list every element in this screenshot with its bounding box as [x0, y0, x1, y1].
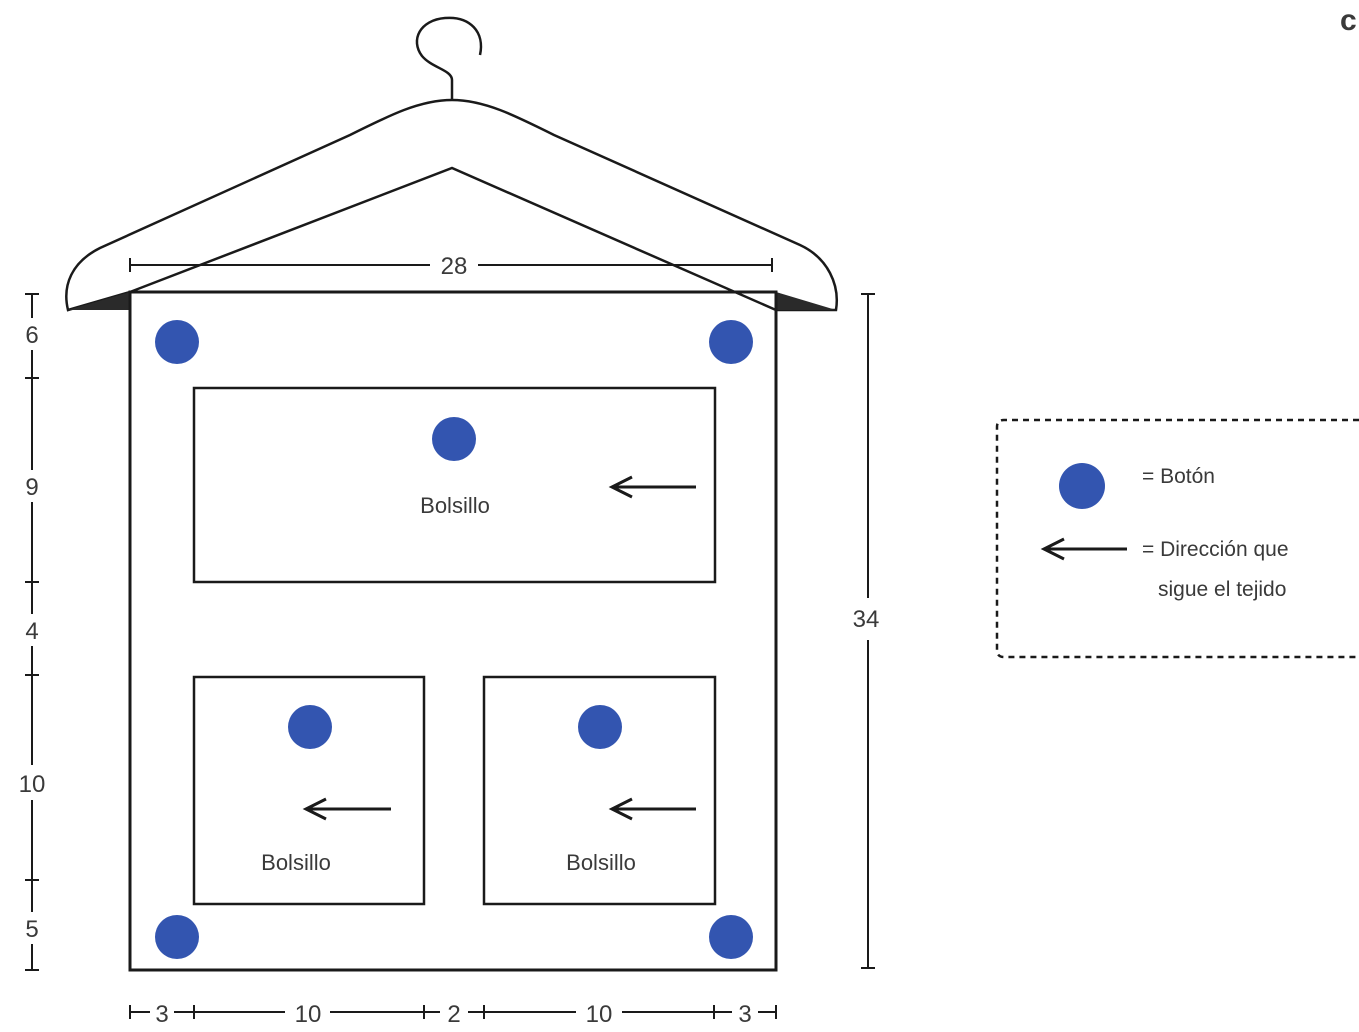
left-segment-label: 4: [25, 618, 38, 645]
pocket-outline: [192, 386, 717, 584]
hanger-hook: [415, 16, 483, 100]
button-dot: [288, 705, 332, 749]
hanger-left-shoulder-fill: [68, 292, 130, 310]
top-dimension: [129, 258, 773, 272]
grain-arrow-icon: [608, 475, 696, 499]
button-dot: [432, 417, 476, 461]
grain-arrow-icon: [608, 797, 696, 821]
legend-arrow-label-line1: = Dirección que: [1142, 538, 1289, 561]
bottom-segment-label: 10: [295, 1001, 322, 1027]
legend-arrow-label-line2: sigue el tejido: [1158, 578, 1286, 601]
button-dot: [709, 915, 753, 959]
pocket-label: Bolsillo: [566, 850, 636, 875]
button-dot: [709, 320, 753, 364]
pocket-bottom-right: Bolsillo: [482, 675, 717, 906]
legend-border: [995, 418, 1359, 659]
hanger-right-shoulder-fill: [776, 292, 836, 310]
legend: = Botón = Dirección que sigue el tejido: [995, 418, 1359, 659]
left-segment-label: 5: [25, 916, 38, 943]
left-dimension-chain: [25, 293, 39, 971]
legend-arrow-icon: [1040, 537, 1127, 561]
corner-buttons: [155, 320, 753, 959]
corner-fragment-text: c: [1340, 4, 1357, 37]
pocket-outline: [192, 675, 426, 906]
bottom-dimension-chain: [129, 1005, 777, 1019]
organizer-panel: [128, 290, 778, 972]
bottom-segment-label: 3: [155, 1001, 168, 1027]
hanger: [65, 16, 838, 312]
grain-arrow-icon: [302, 797, 391, 821]
bottom-segment-label: 3: [738, 1001, 751, 1027]
legend-button-label: = Botón: [1142, 465, 1215, 488]
top-width-label: 28: [441, 253, 468, 280]
right-height-label: 34: [853, 606, 880, 633]
pocket-label: Bolsillo: [261, 850, 331, 875]
button-dot: [155, 320, 199, 364]
hanger-body: [65, 98, 838, 312]
right-dimension: [861, 293, 875, 969]
pocket-bottom-left: Bolsillo: [192, 675, 426, 906]
left-segment-label: 9: [25, 474, 38, 501]
bottom-segment-label: 2: [447, 1001, 460, 1027]
bottom-segment-label: 10: [586, 1001, 613, 1027]
pocket-outline: [482, 675, 717, 906]
left-segment-label: 6: [25, 322, 38, 349]
pocket-label: Bolsillo: [420, 493, 490, 518]
button-dot: [578, 705, 622, 749]
legend-button-icon: [1059, 463, 1105, 509]
pocket-top: Bolsillo: [192, 386, 717, 584]
button-dot: [155, 915, 199, 959]
left-segment-label: 10: [19, 771, 46, 798]
